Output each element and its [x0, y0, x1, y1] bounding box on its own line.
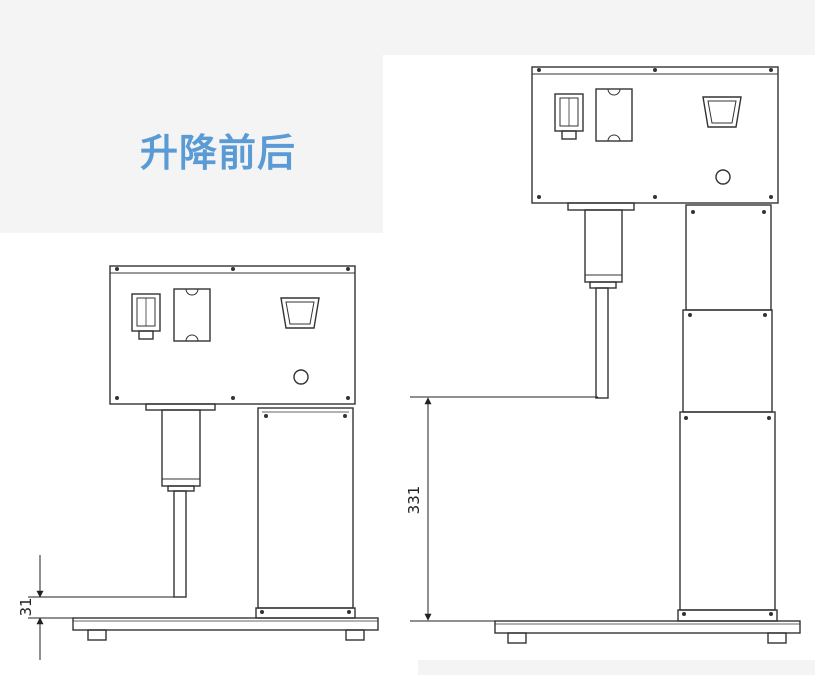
spindle-housing: [161, 409, 201, 487]
foot-left: [87, 629, 107, 641]
foot-right: [345, 629, 365, 641]
column-foot: [255, 607, 356, 619]
trapezoid-holder: [280, 297, 320, 329]
machine-before-lift: [28, 265, 379, 660]
foot-left: [507, 632, 527, 644]
column: [257, 407, 354, 609]
spindle-housing-plate: [567, 202, 635, 211]
spindle-housing-plate: [145, 403, 216, 411]
knob: [293, 369, 309, 385]
column-middle: [682, 309, 773, 413]
window-plate: [173, 288, 211, 342]
dimension-label-before: 31: [17, 597, 35, 616]
spindle-shaft: [595, 287, 609, 399]
spindle-shaft: [173, 490, 187, 598]
base-plate: [494, 620, 801, 634]
head-box: [109, 265, 356, 405]
dimension-after: [410, 396, 598, 622]
dimension-before: [28, 555, 174, 660]
foot-right: [767, 632, 787, 644]
column-upper: [685, 204, 772, 311]
background-panel-bottom: [418, 660, 815, 675]
background-panel-top: [0, 0, 815, 55]
diagram-title: 升降前后: [140, 131, 297, 175]
base-plate: [72, 617, 379, 631]
window-plate: [595, 88, 633, 142]
knob: [715, 169, 731, 185]
column-lower: [679, 411, 776, 611]
column-foot: [677, 609, 778, 622]
dimension-label-after: 331: [405, 486, 423, 515]
machine-after-lift: [410, 66, 801, 644]
trapezoid-holder: [702, 96, 742, 128]
head-box: [531, 66, 779, 204]
spindle-housing: [584, 209, 623, 283]
background-panel-left: [0, 55, 383, 233]
